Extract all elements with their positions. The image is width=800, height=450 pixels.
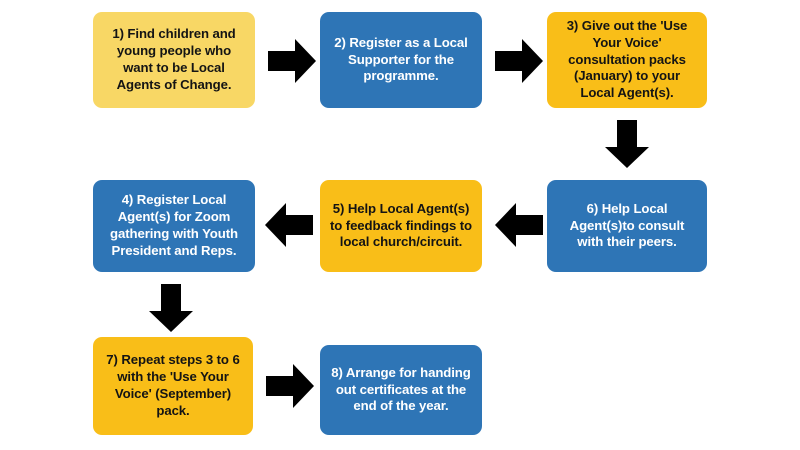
arrow-left-step6-to-step5	[495, 202, 543, 248]
flow-box-step-1[interactable]: 1) Find children and young people who wa…	[93, 12, 255, 108]
flow-box-step-6-label: 6) Help Local Agent(s)to consult with th…	[569, 200, 685, 250]
flow-box-step-7[interactable]: 7) Repeat steps 3 to 6 with the 'Use You…	[93, 337, 253, 435]
arrow-right-step1-to-step2	[268, 38, 316, 84]
arrow-left-step5-to-step4	[265, 202, 313, 248]
flow-box-step-5-label: 5) Help Local Agent(s) to feedback findi…	[329, 200, 473, 250]
flow-box-step-8[interactable]: 8) Arrange for handing out certificates …	[320, 345, 482, 435]
flow-box-step-2-label: 2) Register as a Local Supporter for the…	[334, 34, 468, 84]
flow-box-step-1-label: 1) Find children and young people who wa…	[112, 26, 236, 92]
flow-box-step-2[interactable]: 2) Register as a Local Supporter for the…	[320, 12, 482, 108]
arrow-down-step4-to-step7	[148, 284, 194, 332]
flow-box-step-4[interactable]: 4) Register Local Agent(s) for Zoom gath…	[93, 180, 255, 272]
flow-box-step-5[interactable]: 5) Help Local Agent(s) to feedback findi…	[320, 180, 482, 272]
arrow-right-step2-to-step3	[495, 38, 543, 84]
flow-box-step-7-label: 7) Repeat steps 3 to 6 with the 'Use You…	[106, 352, 240, 418]
flow-box-step-4-label: 4) Register Local Agent(s) for Zoom gath…	[110, 192, 238, 258]
flow-box-step-8-label: 8) Arrange for handing out certificates …	[331, 364, 471, 414]
flow-box-step-3-label: 3) Give out the 'Use Your Voice' consult…	[566, 17, 688, 101]
flow-box-step-6[interactable]: 6) Help Local Agent(s)to consult with th…	[547, 180, 707, 272]
flow-box-step-3[interactable]: 3) Give out the 'Use Your Voice' consult…	[547, 12, 707, 108]
arrow-down-step3-to-step6	[604, 120, 650, 168]
arrow-right-step7-to-step8	[266, 363, 314, 409]
